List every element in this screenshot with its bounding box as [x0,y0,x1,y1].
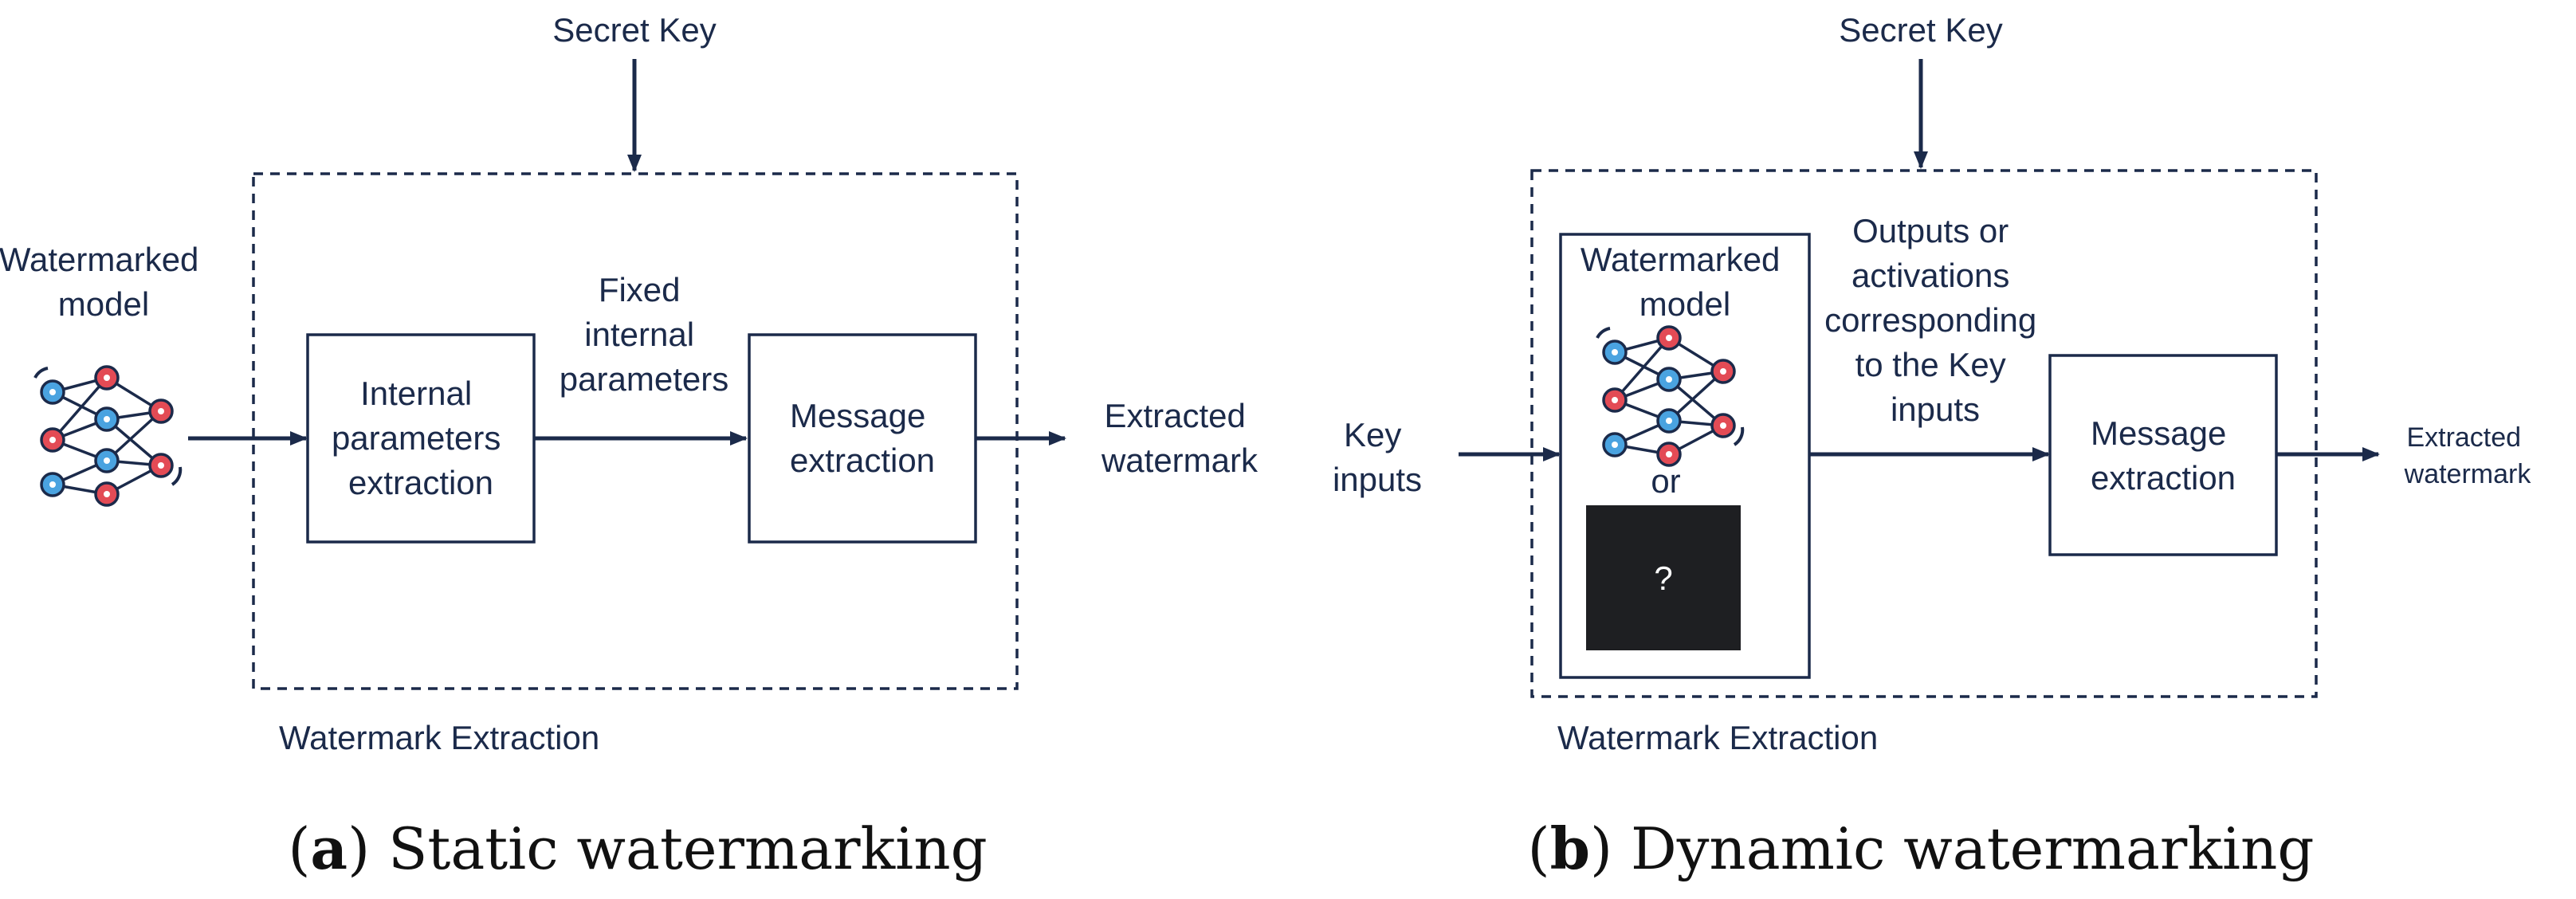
output-label-b: Extracted watermark [2404,422,2532,489]
or-label: or [1651,462,1680,500]
region-label-b: Watermark Extraction [1557,719,1878,756]
black-box-model [1586,505,1741,650]
watermarked-model-label-b: Watermarked model [1581,241,1789,323]
black-box-question-mark: ? [1654,559,1672,597]
input-label-a: Watermarked model [0,241,208,323]
internal-parameters-box [306,333,536,544]
extraction-region-a [252,172,1019,690]
message-extraction-box-a [748,333,977,544]
message-extraction-label-b: Message extraction [2091,414,2236,497]
panel-a-static: Secret Key Watermarked model [0,11,1259,882]
message-extraction-label-a: Message extraction [790,397,935,479]
secret-key-label-b: Secret Key [1839,11,2002,49]
output-label-a: Extracted watermark [1101,397,1259,479]
extraction-region-b [1530,169,2318,698]
secret-key-label-a: Secret Key [552,11,716,49]
outputs-label: Outputs or activations corresponding to … [1824,212,2046,428]
neural-network-icon-b [1596,325,1745,467]
caption-a: (a) Static watermarking [288,815,987,882]
neural-network-icon [33,365,183,507]
key-inputs-label: Key inputs [1333,416,1422,498]
internal-parameters-label: Internal parameters extraction [332,375,510,501]
panel-b-dynamic: Secret Key Key inputs Watermarked model [1333,11,2531,882]
region-label-a: Watermark Extraction [279,719,599,756]
caption-b: (b) Dynamic watermarking [1528,815,2315,882]
message-extraction-box-b [2048,354,2278,556]
fixed-params-label: Fixed internal parameters [560,271,728,398]
